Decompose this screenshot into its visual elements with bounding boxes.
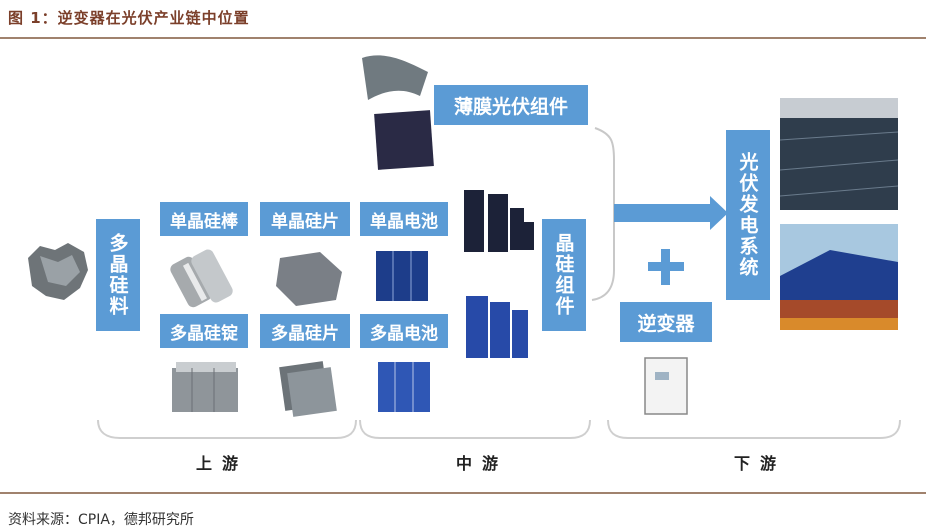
downstream-label: 下游	[734, 454, 787, 473]
bottom-rule	[0, 492, 926, 494]
inverter-box: 逆变器	[620, 302, 712, 342]
plus-sign-icon	[648, 249, 684, 285]
pv-system-box: 光伏发电系统	[726, 130, 770, 300]
mono-module-image	[464, 190, 534, 252]
upstream-label: 上游	[196, 454, 249, 473]
multi-wafer-box: 多晶硅片	[260, 314, 350, 348]
rooftop-solar-photo	[780, 224, 898, 330]
polysilicon-material-box: 多晶硅料	[96, 219, 140, 331]
multi-ingot-image	[172, 362, 238, 412]
mono-wafer-image	[276, 252, 342, 306]
figure-title: 图 1：逆变器在光伏产业链中位置	[8, 9, 250, 27]
inverter-device-image	[644, 357, 688, 415]
downstream-bracket	[607, 419, 901, 439]
silicon-rod-image	[170, 249, 233, 308]
mono-ingot-box: 单晶硅棒	[160, 202, 248, 236]
mono-cell-box: 单晶电池	[360, 202, 448, 236]
upstream-bracket	[97, 419, 357, 439]
midstream-label: 中游	[456, 454, 509, 473]
thin-film-flexible-image	[362, 55, 428, 100]
multi-module-image	[466, 296, 528, 358]
multi-ingot-box: 多晶硅锭	[160, 314, 248, 348]
module-merge-brace	[591, 127, 615, 301]
main-arrow	[614, 196, 728, 230]
midstream-bracket	[359, 419, 591, 439]
source-note: 资料来源：CPIA，德邦研究所	[8, 512, 194, 528]
thin-film-panel-image	[374, 110, 434, 170]
crystalline-module-box: 晶硅组件	[542, 219, 586, 331]
thin-film-module-box: 薄膜光伏组件	[434, 85, 588, 125]
silicon-rock-image	[28, 243, 88, 300]
multi-cell-image	[378, 362, 430, 412]
mono-cell-image	[376, 251, 428, 301]
mono-wafer-box: 单晶硅片	[260, 202, 350, 236]
solar-farm-photo	[779, 98, 899, 210]
multi-wafer-image	[279, 361, 337, 417]
multi-cell-box: 多晶电池	[360, 314, 448, 348]
top-rule	[0, 37, 926, 39]
